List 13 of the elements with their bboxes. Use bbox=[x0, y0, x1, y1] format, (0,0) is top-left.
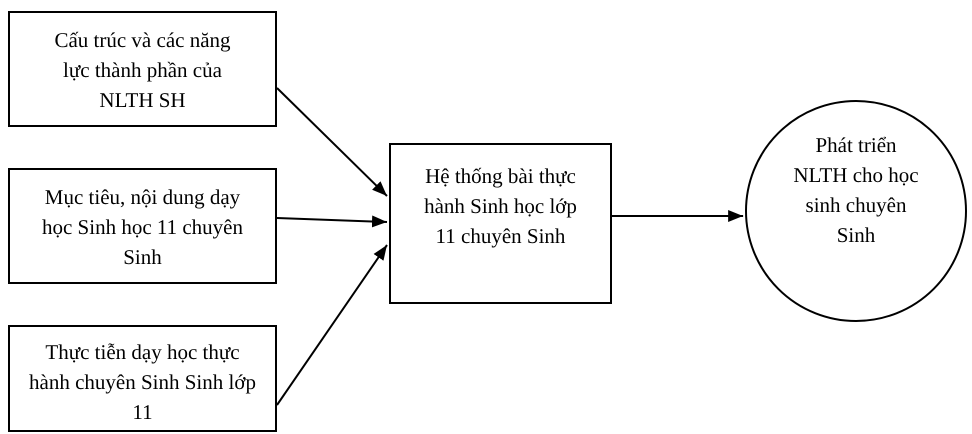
arrow bbox=[276, 215, 388, 228]
node-text: Cấu trúc và các năng lực thành phần của NLTH SH bbox=[53, 27, 232, 114]
process-box bbox=[8, 168, 277, 284]
node-text: Mục tiêu, nội dung dạy học Sinh học 11 chuyên Sinh bbox=[40, 184, 244, 271]
arrow bbox=[276, 87, 388, 197]
node-text: Hệ thống bài thực hành Sinh học lớp 11 chuyên Sinh bbox=[423, 163, 578, 250]
arrow bbox=[276, 244, 388, 406]
process-box bbox=[389, 143, 612, 304]
arrow bbox=[612, 210, 744, 222]
process-box bbox=[8, 325, 277, 432]
node-text: Phát triển NLTH cho học sinh chuyên Sinh bbox=[792, 132, 920, 249]
node-text: Thực tiễn dạy học thực hành chuyên Sinh Sinh lớp 11 bbox=[28, 339, 257, 426]
process-box bbox=[8, 11, 277, 127]
